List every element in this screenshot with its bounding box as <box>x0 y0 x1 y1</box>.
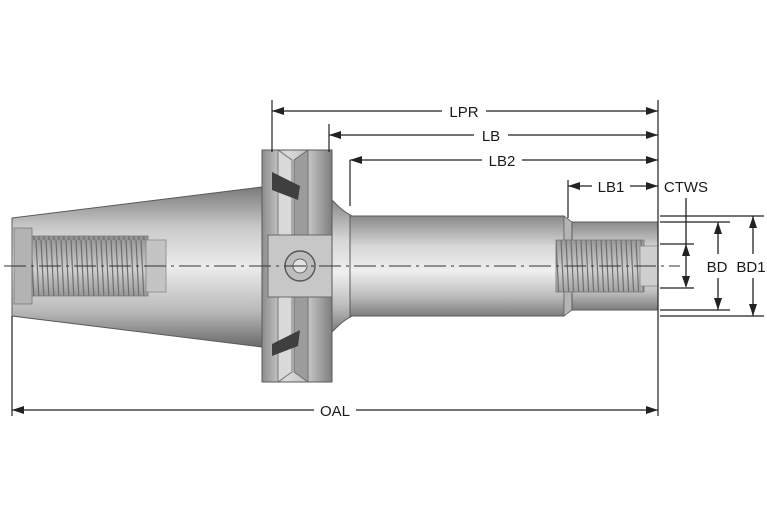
dimension-lb1: LB1 <box>568 179 658 196</box>
dimension-bd: BD <box>707 222 728 310</box>
bd-label: BD <box>707 259 728 276</box>
oal-label: OAL <box>320 403 350 420</box>
dimension-lpr: LPR <box>272 104 658 121</box>
lb-label: LB <box>482 128 500 145</box>
lb2-label: LB2 <box>489 153 516 170</box>
shank <box>349 215 565 317</box>
dimension-lb: LB <box>329 128 658 145</box>
dimension-lb2: LB2 <box>349 153 658 206</box>
dimension-bd1: BD1 <box>736 216 766 316</box>
lb1-label: LB1 <box>598 179 625 196</box>
dimension-oal: OAL <box>12 403 658 420</box>
dimension-ctws: CTWS <box>664 179 708 288</box>
bd1-label: BD1 <box>736 259 765 276</box>
lpr-label: LPR <box>449 104 478 121</box>
ctws-label: CTWS <box>664 179 708 196</box>
